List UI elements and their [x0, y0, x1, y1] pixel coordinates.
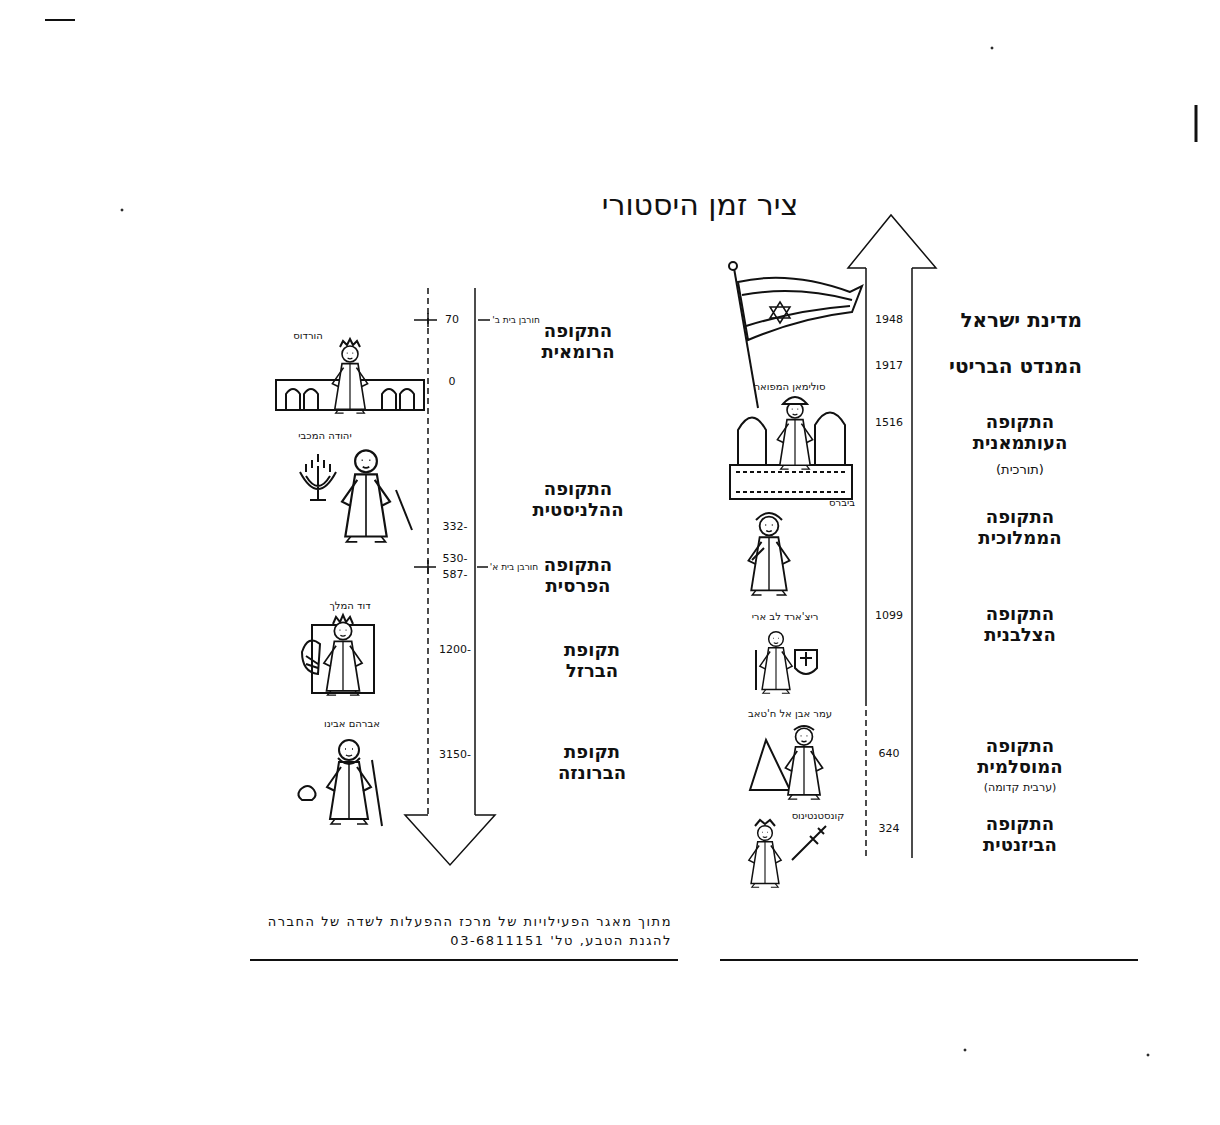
year-label: 324 [879, 823, 900, 836]
figure-name: יהודה המכבי [298, 430, 351, 442]
year-label: -332 [443, 521, 468, 534]
year-label: -530 [443, 553, 468, 566]
year-label: 1516 [875, 417, 903, 430]
period-note: (ערבית קדומה) [984, 782, 1057, 795]
period-name: מדינת ישראל [960, 309, 1082, 332]
suleiman-figure [730, 397, 852, 499]
period-name: התקופה הפרסית [518, 555, 638, 596]
year-label: 70 [445, 314, 459, 327]
event-marker: חורבן בית א' [490, 562, 538, 572]
down-axis [405, 288, 495, 865]
year-label: -3150 [439, 749, 471, 762]
year-label: -1200 [439, 644, 471, 657]
chart-title: ציר זמן היסטורי [602, 188, 799, 223]
year-label: 1917 [875, 360, 903, 373]
year-label: -587 [443, 569, 468, 582]
figure-name: ריצ'ארד לב ארי [752, 611, 819, 623]
abraham-figure [298, 740, 382, 826]
event-marker: חורבן בית ב' [492, 315, 540, 325]
year-label: 1099 [875, 610, 903, 623]
period-name: תקופת הברזל [546, 640, 638, 681]
figure-name: עמר אבן אל ח'טאב [748, 708, 832, 720]
figure-name: קונסטנטינוס [792, 810, 845, 822]
figure-name: הורדוס [293, 330, 323, 342]
source-caption: מתוך מאגר הפעילויות של מרכז ההפעלות לשדה… [242, 913, 672, 951]
umar-figure [750, 726, 823, 799]
figure-name: אברהם אבינו [324, 718, 380, 730]
herod-figure [276, 339, 424, 413]
period-name: התקופה הרומאית [518, 321, 638, 362]
king-david-figure [302, 615, 374, 695]
footer-rules [250, 959, 1138, 961]
constantine-figure [749, 820, 826, 887]
period-name: התקופה ההלניסטית [518, 479, 638, 520]
figure-name: סולימאן המפואר [754, 381, 825, 393]
year-label: 640 [879, 748, 900, 761]
period-name: התקופה העותמאנית [955, 412, 1085, 453]
period-name: התקופה הממלוכית [955, 507, 1085, 548]
period-name: התקופה הצלבנית [955, 604, 1085, 645]
period-name: המנדט הבריטי [949, 355, 1082, 378]
year-label: 1948 [875, 314, 903, 327]
period-name: תקופת הברונזה [546, 742, 638, 783]
maccabee-figure [300, 450, 412, 541]
period-name: התקופה המוסלמית [955, 736, 1085, 777]
year-label: 0 [449, 376, 456, 389]
israel-flag [729, 262, 862, 408]
scan-marks [45, 20, 1196, 1056]
baybars-figure [748, 513, 789, 595]
figure-name: ביברס [829, 497, 855, 509]
period-name: התקופה הביזנטית [955, 814, 1085, 855]
richard-figure [756, 632, 817, 694]
period-note: (תורכית) [996, 463, 1044, 478]
up-axis [848, 215, 936, 858]
figure-name: דוד המלך [329, 600, 370, 612]
